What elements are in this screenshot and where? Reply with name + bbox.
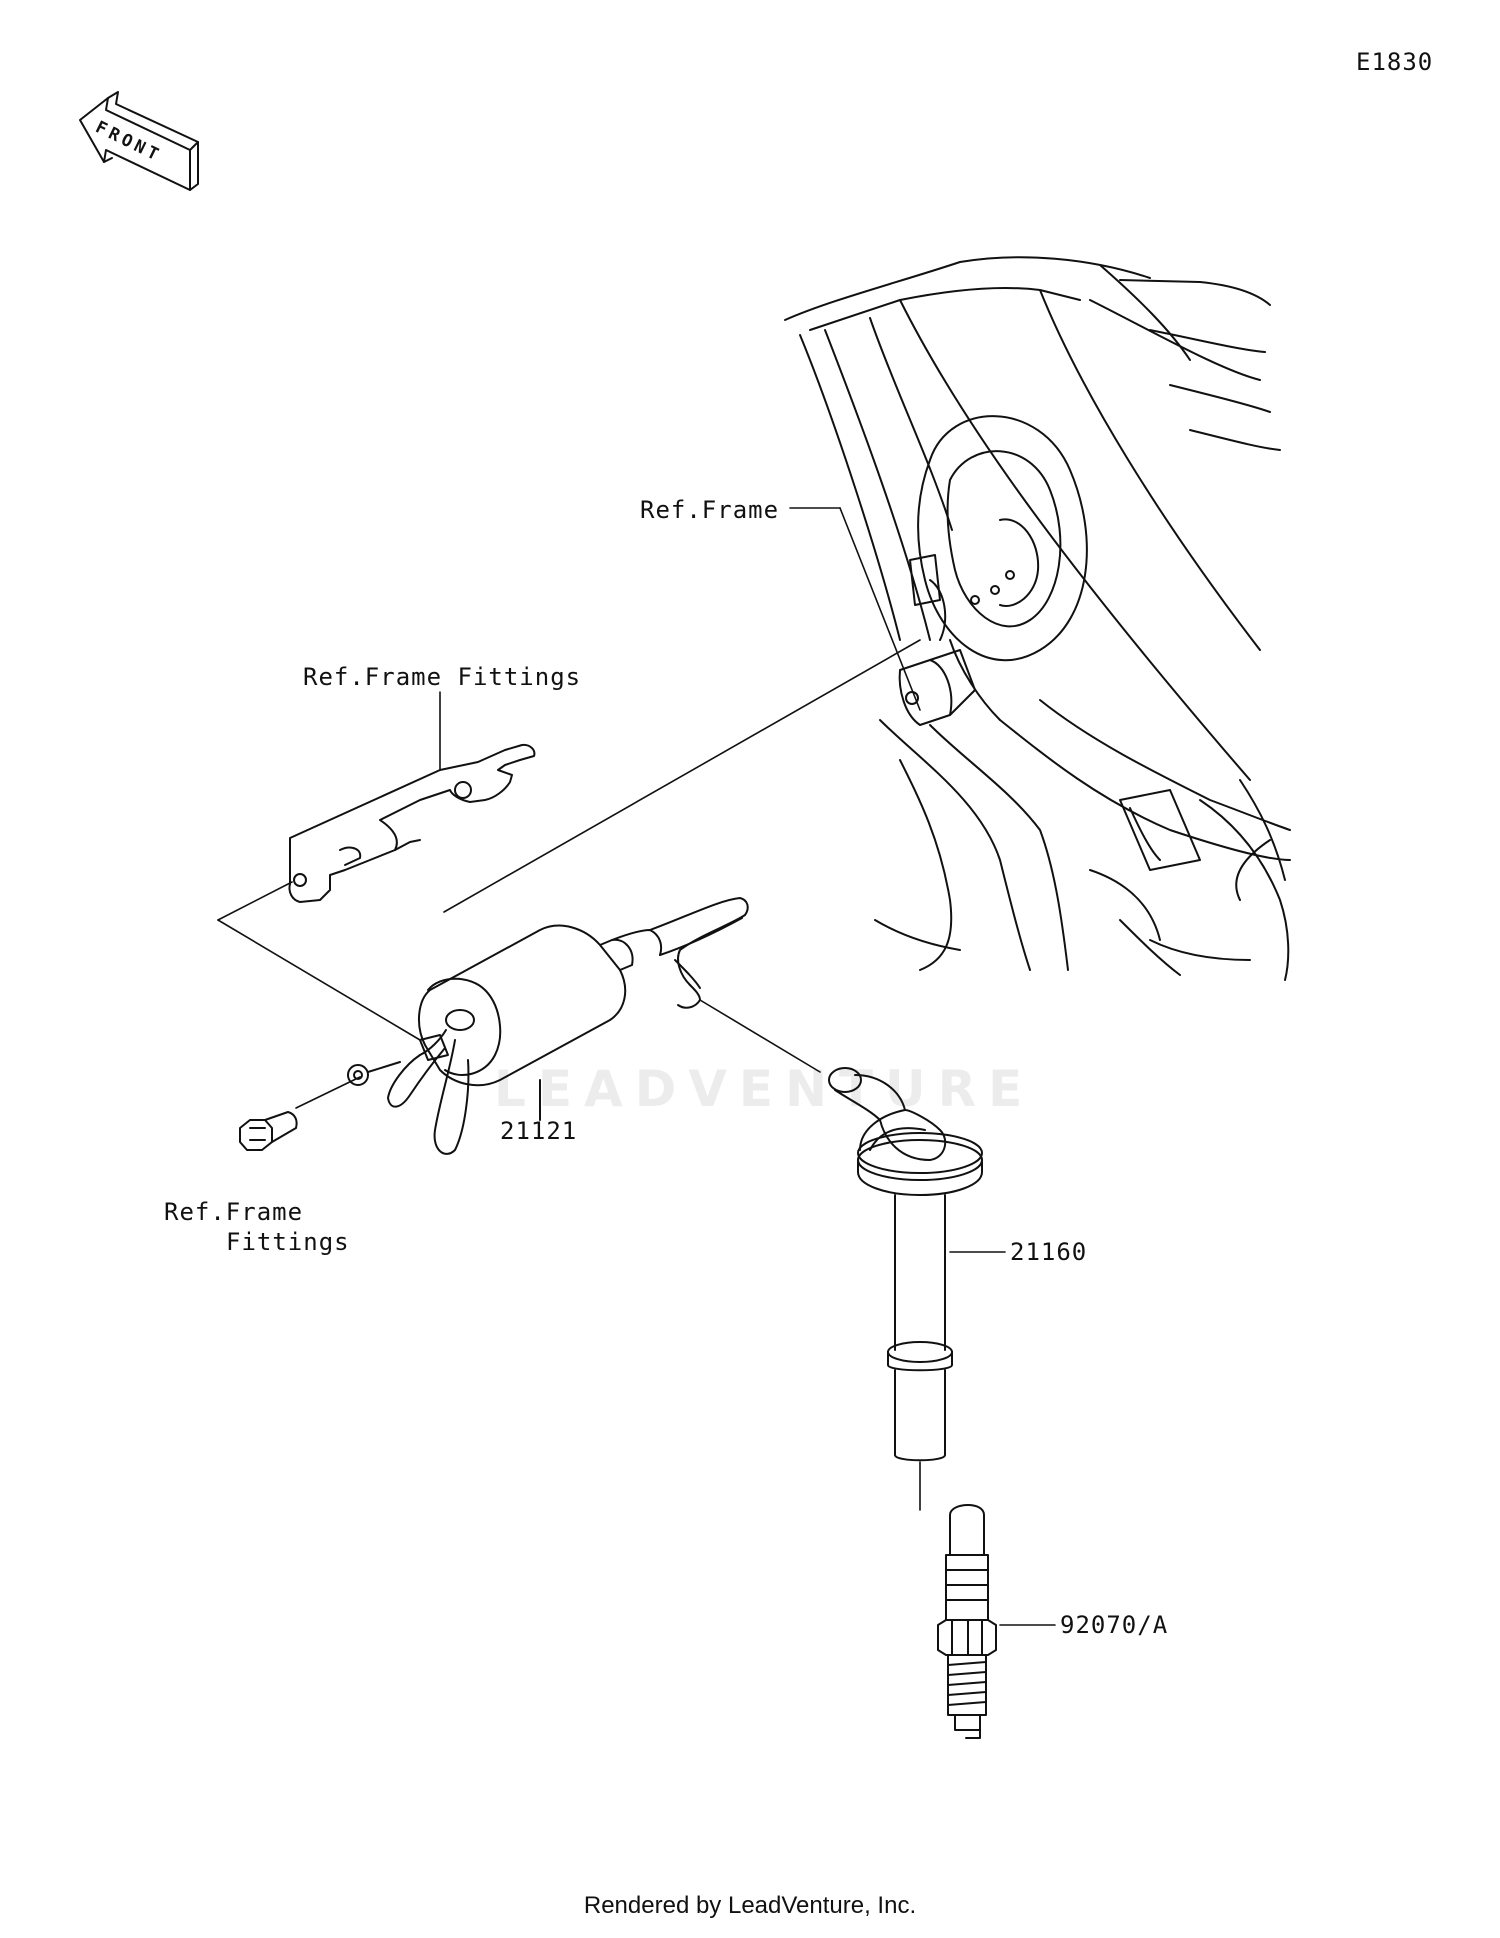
ref-frame-fittings-top-label: Ref.Frame Fittings xyxy=(303,663,582,691)
footer-credit: Rendered by LeadVenture, Inc. xyxy=(583,1892,917,1919)
plug-cap-part-number: 21160 xyxy=(1010,1238,1088,1266)
frame-bolt-illustration xyxy=(239,1111,298,1151)
ignition-coil-part-number: 21121 xyxy=(500,1117,578,1145)
ignition-coil-illustration xyxy=(347,897,749,1155)
watermark: LEADVENTURE xyxy=(494,1060,1035,1118)
frame-bracket-illustration xyxy=(288,743,536,903)
ref-frame-fittings-bottom-label-line1: Ref.Frame xyxy=(164,1198,304,1226)
leader-lines xyxy=(217,507,1056,1626)
ref-frame-label: Ref.Frame xyxy=(640,496,780,524)
frame-illustration xyxy=(784,256,1291,981)
diagram-code: E1830 xyxy=(1356,48,1434,76)
plug-cap-illustration xyxy=(828,1067,983,1462)
front-arrow-icon xyxy=(79,91,199,191)
spark-plug-part-number: 92070/A xyxy=(1060,1611,1169,1639)
ref-frame-fittings-bottom-label-line2: Fittings xyxy=(226,1228,350,1256)
spark-plug-illustration xyxy=(937,1504,997,1739)
